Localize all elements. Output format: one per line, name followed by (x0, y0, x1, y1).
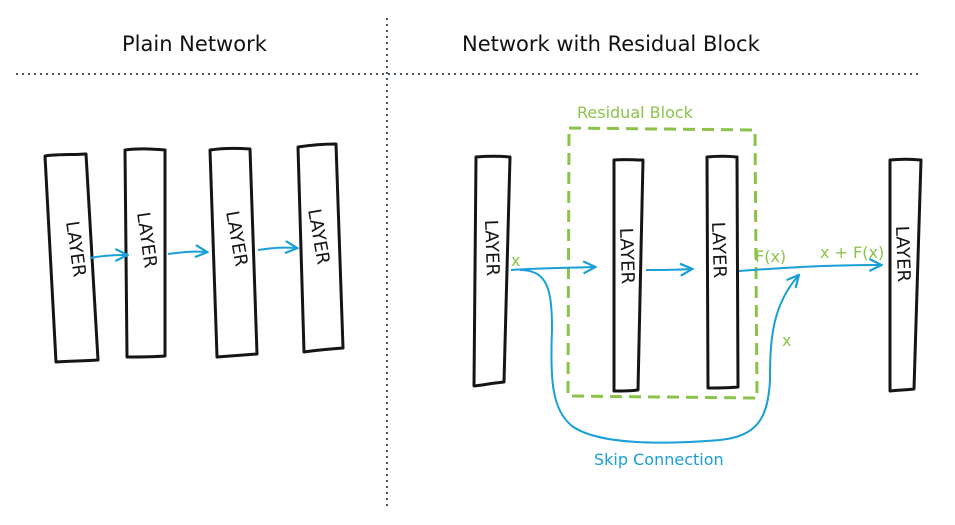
residual-layer-4: LAYER (888, 157, 923, 393)
residual-layer-2-label: LAYER (615, 227, 638, 284)
output-arrow (738, 265, 880, 272)
plain-arrow-2 (167, 252, 206, 254)
plain-layer-2: LAYER (123, 147, 167, 359)
input-x-label: x (511, 251, 520, 270)
residual-layer-3-label: LAYER (707, 221, 730, 278)
residual-block-box (566, 126, 759, 400)
residual-layer-4-label: LAYER (891, 225, 914, 282)
sum-label: x + F(x) (820, 243, 884, 262)
fx-label: F(x) (755, 247, 786, 266)
plain-layer-3: LAYER (208, 146, 259, 359)
residual-layer-1-label: LAYER (480, 219, 503, 276)
residual-layer-1: LAYER (472, 154, 512, 388)
plain-arrow-1 (89, 255, 126, 258)
plain-layer-1: LAYER (43, 152, 100, 364)
input-x-arrow (510, 267, 594, 270)
skip-connection-path (519, 269, 798, 444)
residual-network-title: Network with Residual Block (462, 32, 760, 56)
residual-block-label: Residual Block (577, 103, 694, 122)
plain-network-title: Plain Network (122, 32, 267, 56)
skip-x-label: x (782, 331, 791, 350)
residual-layer-3: LAYER (705, 154, 740, 390)
inner-arrow (645, 269, 691, 270)
skip-connection-label: Skip Connection (594, 450, 724, 469)
plain-arrow-3 (257, 248, 296, 250)
plain-layer-4: LAYER (296, 142, 345, 354)
residual-layer-2: LAYER (612, 158, 645, 393)
